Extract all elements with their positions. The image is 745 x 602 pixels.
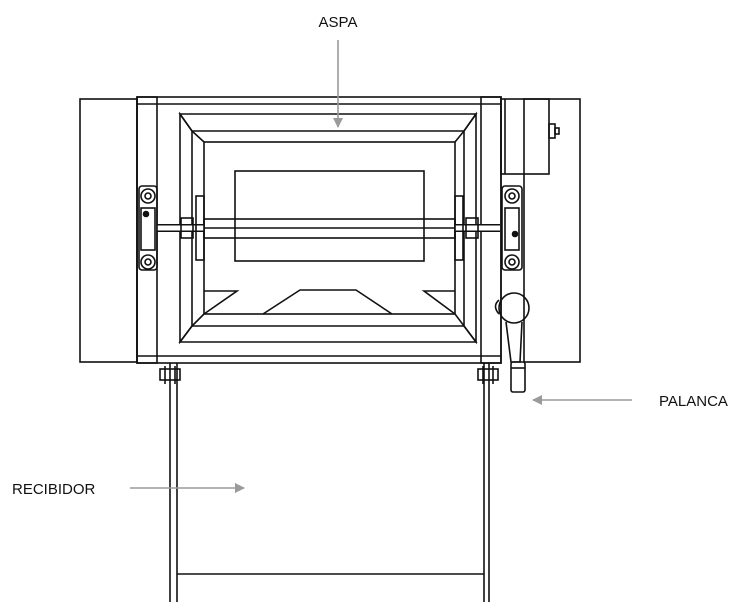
left-frame-bar (136, 96, 158, 364)
left-bearing (138, 185, 158, 271)
recibidor-label: RECIBIDOR (12, 481, 96, 498)
palanca-label: PALANCA (659, 393, 728, 410)
right-bearing (501, 185, 523, 271)
left-side-panel (79, 98, 138, 363)
recibidor-tray (169, 363, 490, 602)
machine-drawing (79, 96, 581, 602)
right-bolts (477, 366, 499, 384)
roller (203, 170, 456, 262)
motor-box (500, 98, 560, 175)
right-side-panel (523, 98, 581, 363)
aspa-label: ASPA (319, 14, 358, 31)
palanca-lever (494, 292, 530, 393)
